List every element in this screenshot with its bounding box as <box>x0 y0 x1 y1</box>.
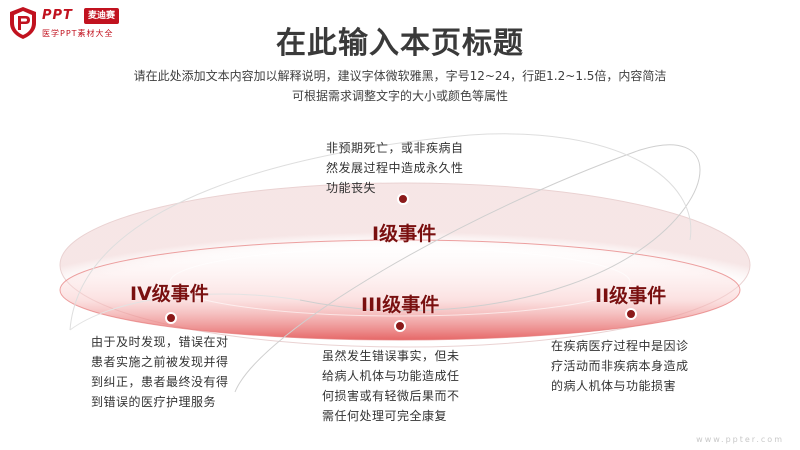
level1-description: 非预期死亡，或非疾病自 然发展过程中造成永久性 功能丧失 <box>326 138 506 198</box>
page-subtitle: 请在此处添加文本内容加以解释说明，建议字体微软雅黑，字号12~24，行距1.2~… <box>0 66 800 106</box>
level3-description: 虽然发生错误事实，但未 给病人机体与功能造成任 何损害或有轻微后果而不 需任何处… <box>322 346 502 426</box>
desc-line: 非预期死亡，或非疾病自 <box>326 141 464 155</box>
desc-line: 需任何处理可完全康复 <box>322 409 448 423</box>
level3-label: III级事件 <box>361 294 440 316</box>
inner-disc-ring <box>169 247 631 317</box>
desc-line: 到错误的医疗护理服务 <box>91 395 217 409</box>
level3-dot <box>394 320 406 332</box>
desc-line: 虽然发生错误事实，但未 <box>322 349 460 363</box>
logo-badge: 麦迪赛 <box>84 8 120 24</box>
level1-label: I级事件 <box>372 223 437 245</box>
logo: PPT 麦迪赛 医学PPT素材大全 <box>8 6 168 42</box>
desc-line: 然发展过程中造成永久性 <box>326 161 464 175</box>
desc-line: 到纠正，患者最终没有得 <box>91 375 229 389</box>
desc-line: 在疾病医疗过程中是因诊 <box>551 339 689 353</box>
logo-brand: PPT <box>42 8 73 23</box>
desc-line: 的病人机体与功能损害 <box>551 379 677 393</box>
desc-line: 何损害或有轻微后果而不 <box>322 389 460 403</box>
desc-line: 疗活动而非疾病本身造成 <box>551 359 689 373</box>
watermark: www.ppter.com <box>696 435 784 444</box>
logo-subtitle: 医学PPT素材大全 <box>42 29 114 38</box>
orbit-curve <box>69 293 301 331</box>
orbit-curve <box>69 133 692 331</box>
central-red-disc <box>60 240 740 340</box>
level2-label: II级事件 <box>595 285 667 307</box>
desc-line: 给病人机体与功能造成任 <box>322 369 460 383</box>
level2-dot <box>625 308 637 320</box>
level4-dot <box>165 312 177 324</box>
desc-line: 功能丧失 <box>326 181 377 195</box>
page-title: 在此输入本页标题 <box>276 26 524 61</box>
level4-label: IV级事件 <box>130 283 209 305</box>
level2-description: 在疾病医疗过程中是因诊 疗活动而非疾病本身造成 的病人机体与功能损害 <box>551 336 731 396</box>
level1-dot <box>397 193 409 205</box>
subtitle-line: 请在此处添加文本内容加以解释说明，建议字体微软雅黑，字号12~24，行距1.2~… <box>133 69 667 83</box>
subtitle-line: 可根据需求调整文字的大小或颜色等属性 <box>291 89 508 103</box>
level4-description: 由于及时发现，错误在对 患者实施之前被发现并得 到纠正，患者最终没有得 到错误的… <box>91 332 261 412</box>
desc-line: 由于及时发现，错误在对 <box>91 335 229 349</box>
desc-line: 患者实施之前被发现并得 <box>91 355 229 369</box>
orbit-curve <box>234 144 701 393</box>
shield-logo-icon <box>10 7 36 39</box>
central-red-disc-rim <box>59 239 741 341</box>
